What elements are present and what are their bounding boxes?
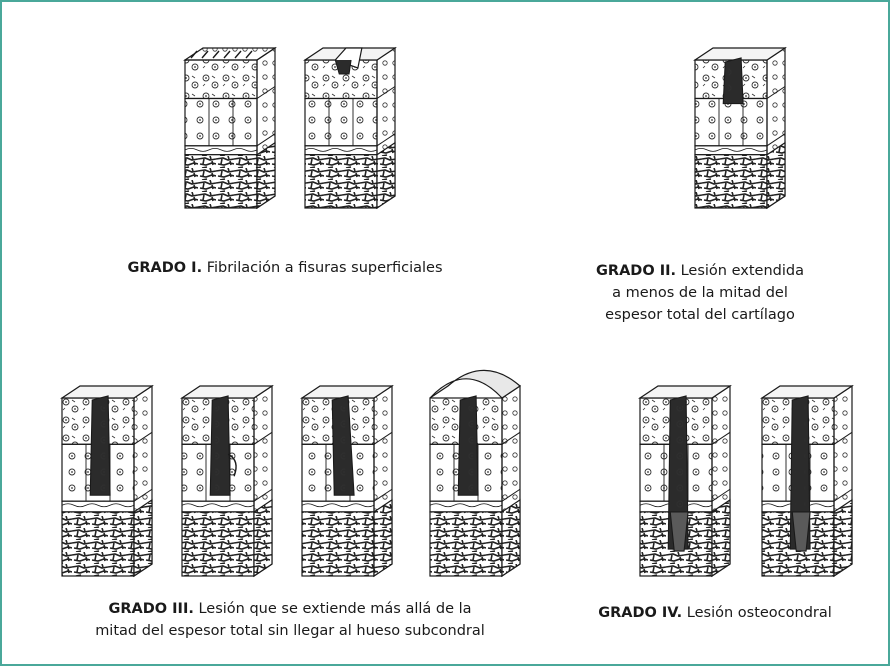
block-grade-3-d [429,369,521,578]
block-grade-1-b [303,46,397,210]
block-grade-3-b [180,384,274,578]
grade-2-line1: Lesión extendida [680,263,804,279]
block-grade-1-a [183,46,277,210]
grade-3-title: GRADO III. [108,601,194,617]
block-grade-4-a [638,384,732,578]
block-grade-4-b [760,384,854,578]
grade-2-line3: espesor total del cartílago [605,307,795,323]
grade-4-text: Lesión osteocondral [686,605,832,621]
grade-1-title: GRADO I. [127,260,203,276]
block-grade-2 [693,46,787,210]
grade-3-line1: Lesión que se extiende más allá de la [198,601,472,617]
caption-grade-4: GRADO IV. Lesión osteocondral [585,602,845,624]
caption-grade-3: GRADO III. Lesión que se extiende más al… [30,598,550,642]
block-grade-3-a [60,384,154,578]
grade-3-line2: mitad del espesor total sin llegar al hu… [95,623,485,639]
grade-2-title: GRADO II. [596,263,676,279]
caption-grade-2: GRADO II. Lesión extendida a menos de la… [575,260,825,326]
grade-1-text: Fibrilación a fisuras superficiales [206,260,443,276]
grade-2-line2: a menos de la mitad del [612,285,788,301]
caption-grade-1: GRADO I. Fibrilación a fisuras superfici… [85,257,485,279]
block-grade-3-c [300,384,394,578]
grade-4-title: GRADO IV. [598,605,683,621]
